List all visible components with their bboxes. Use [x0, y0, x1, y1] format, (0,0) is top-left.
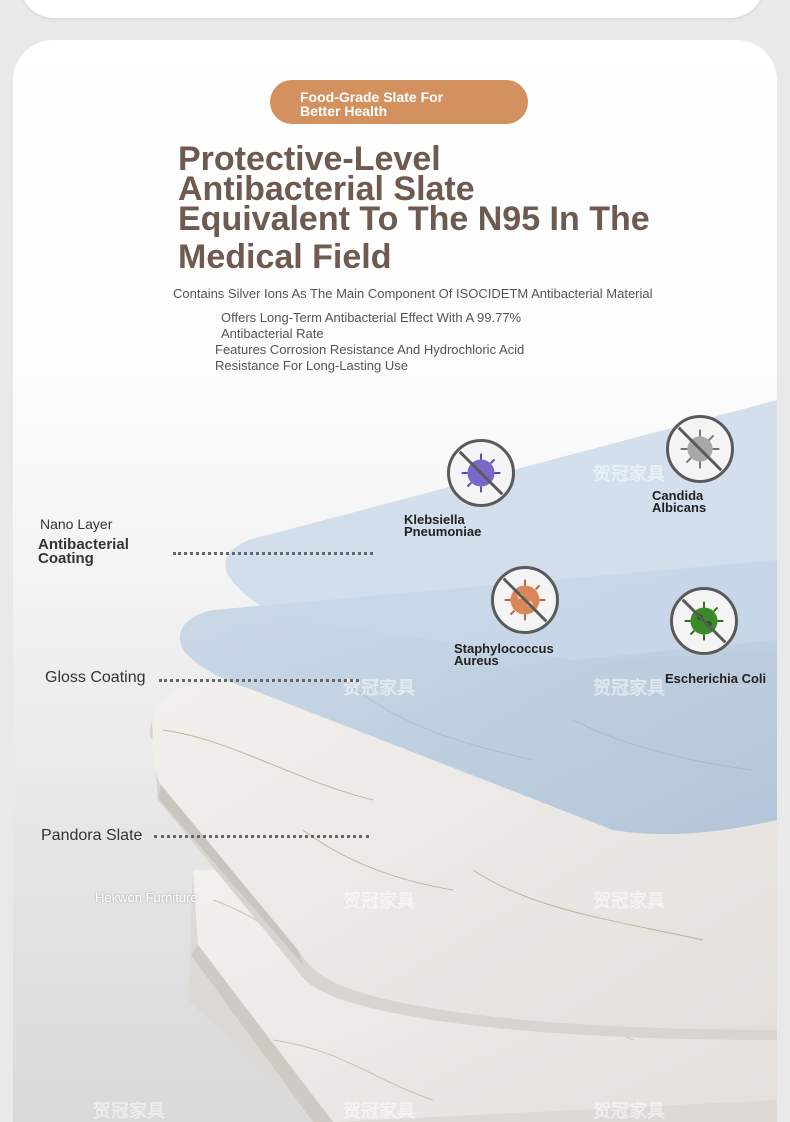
- gray-virus-icon: [666, 415, 734, 483]
- bacteria-name-line: Pneumoniae: [404, 524, 482, 539]
- nano-layer-film: [225, 400, 777, 660]
- watermark: 贺冠家具: [593, 1101, 665, 1121]
- feature-line: Resistance For Long-Lasting Use: [215, 358, 408, 373]
- headline-line-4: Medical Field: [178, 238, 392, 276]
- feature-line: Antibacterial Rate: [221, 326, 324, 341]
- gloss-coating-label: Gloss Coating: [45, 669, 146, 686]
- antibacterial-leader-line: [173, 552, 373, 555]
- watermark: 贺冠家具: [343, 891, 415, 911]
- klebsiella-label: Klebsiella Pneumoniae: [404, 512, 482, 539]
- nano-layer-label: Nano Layer: [40, 516, 113, 532]
- headline-line-1: Protective-Level: [178, 140, 441, 178]
- watermark: 贺冠家具: [593, 891, 665, 911]
- watermark: 贺冠家具: [343, 678, 415, 698]
- slate-layers-illustration: [149, 400, 777, 1122]
- watermark: 贺冠家具: [593, 464, 665, 484]
- bacteria-name-line: Candida: [652, 488, 704, 503]
- feature-line: Offers Long-Term Antibacterial Effect Wi…: [221, 310, 522, 325]
- gloss-leader-line: [159, 679, 359, 682]
- bacteria-name-line: Escherichia Coli: [665, 671, 767, 686]
- pandora-slate-label: Pandora Slate: [41, 827, 143, 844]
- green-virus-icon: [670, 587, 738, 655]
- purple-virus-icon: [447, 439, 515, 507]
- feature-line: Features Corrosion Resistance And Hydroc…: [215, 342, 525, 357]
- bacteria-name-line: Klebsiella: [404, 512, 465, 527]
- feature-corrosion-resistance: Features Corrosion Resistance And Hydroc…: [215, 342, 524, 374]
- watermark: 贺冠家具: [93, 1101, 165, 1121]
- subtitle: Contains Silver Ions As The Main Compone…: [173, 286, 653, 301]
- bacteria-name-line: Staphylococcus: [454, 641, 554, 656]
- page-headline: Protective-Level Antibacterial Slate Equ…: [178, 140, 678, 276]
- pandora-leader-line: [154, 835, 369, 838]
- antibacterial-coating-line-2: Coating: [38, 550, 94, 567]
- feature-antibacterial-rate: Offers Long-Term Antibacterial Effect Wi…: [221, 310, 521, 342]
- badge-line-1: Food-Grade Slate For: [300, 89, 444, 105]
- headline-line-2: Antibacterial Slate: [178, 170, 475, 208]
- bacteria-name-line: Albicans: [652, 500, 707, 515]
- brand-label: Hekwon Furniture: [95, 890, 198, 905]
- orange-virus-icon: [491, 566, 559, 634]
- previous-section-card: [20, 0, 764, 18]
- candida-label: Candida Albicans: [652, 488, 707, 515]
- badge-line-2: Better Health: [300, 103, 388, 119]
- watermark: 贺冠家具: [593, 678, 665, 698]
- staphylococcus-label: Staphylococcus Aureus: [454, 641, 554, 668]
- antibacterial-coating-line-1: Antibacterial: [38, 536, 129, 553]
- product-feature-card: 贺冠家具 贺冠家具 贺冠家具 贺冠家具 贺冠家具 贺冠家具 贺冠家具 贺冠家具 …: [13, 40, 777, 1122]
- food-grade-badge: Food-Grade Slate For Better Health: [270, 80, 528, 124]
- watermark: 贺冠家具: [343, 1101, 415, 1121]
- escherichia-label: Escherichia Coli: [665, 671, 767, 686]
- headline-line-3: Equivalent To The N95 In The: [178, 200, 650, 238]
- bacteria-name-line: Aureus: [454, 653, 499, 668]
- antibacterial-coating-label: Antibacterial Coating: [38, 536, 129, 567]
